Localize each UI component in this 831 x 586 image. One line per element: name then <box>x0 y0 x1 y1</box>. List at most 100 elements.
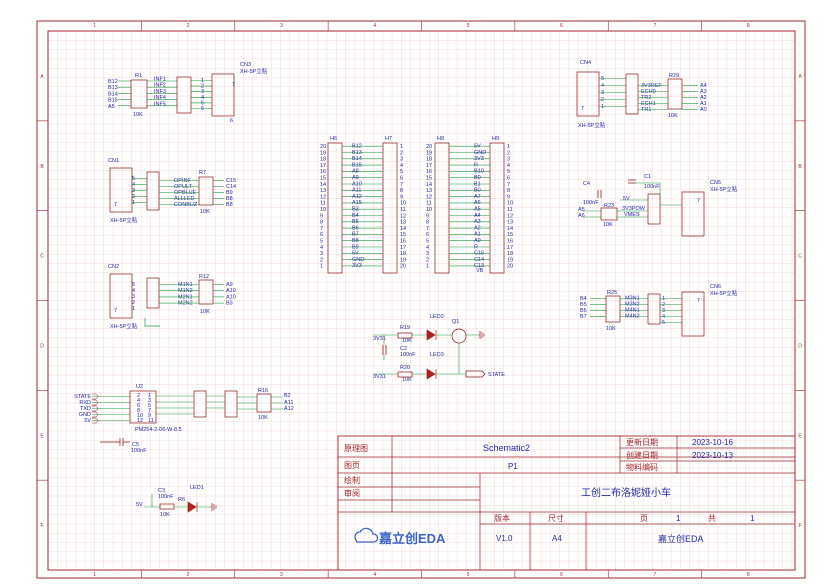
h7-header <box>382 142 398 274</box>
c1-ref: C1 <box>644 174 651 180</box>
h7-net-label: B5 <box>352 219 359 225</box>
h6-pin-number: 14 <box>320 182 326 188</box>
column-label: 4 <box>373 572 376 578</box>
cn5-sig-2: 3V3POW <box>622 206 646 212</box>
power-led-block[interactable]: 5V C3 100nF R6 10K LED1 <box>136 485 217 518</box>
cn3-pin-number: 3 <box>201 89 204 95</box>
cn5-wires <box>583 182 682 218</box>
cn4-net-label: A1 <box>700 101 707 107</box>
cn1-pin-number: 3 <box>132 188 135 194</box>
cn3-signal-label: INF3 <box>154 89 166 95</box>
cn4-pin-number: 3 <box>601 90 604 96</box>
u2-pin-number: 10 <box>137 413 143 419</box>
h8-pin-number: 7 <box>426 226 429 232</box>
h6-pin-number: 12 <box>320 194 326 200</box>
cn5-side-pin: 7 <box>697 198 700 204</box>
h9-pin-number: 17 <box>507 245 513 251</box>
h9-header <box>489 142 505 274</box>
cn2-header <box>146 277 160 309</box>
h7-pin-number: 19 <box>400 257 406 263</box>
cn3-net-label: B15 <box>108 98 118 104</box>
cn3-net-label: A5 <box>108 104 115 110</box>
u2-pin-number: 8 <box>137 408 140 414</box>
h7-net-label: B9 <box>352 244 359 250</box>
tb-create-value: 2023-10-13 <box>692 451 733 460</box>
row-label: D <box>798 343 802 349</box>
u2-ref: U2 <box>136 384 143 390</box>
r6-resistor <box>159 503 175 510</box>
cn1-signal-label: OPINF <box>174 178 191 184</box>
h7-pin-number: 20 <box>400 264 406 270</box>
cn1-ref: CN1 <box>108 158 119 164</box>
cn4-pin-number: 1 <box>601 104 604 110</box>
cn6-net-label: B7 <box>580 314 587 320</box>
tb-page-no-value: 1 <box>676 514 681 523</box>
tb-version-label: 版本 <box>494 513 510 523</box>
led-q1-block[interactable]: 3V31 R19 10K LED2 Q1 C2 100nF LED3 3V31 … <box>373 314 505 383</box>
r16-ref: R16 <box>258 388 268 394</box>
h9-net-label: A4 <box>474 213 481 219</box>
cn6-net-label: B4 <box>580 296 587 302</box>
h7-net-label: B4 <box>352 213 359 219</box>
h7-pin-number: 17 <box>400 245 406 251</box>
c1-value: 100nF <box>644 184 660 190</box>
tb-schematic-value: Schematic2 <box>483 443 530 453</box>
h6-pin-number: 15 <box>320 176 326 182</box>
h9-pin-number: 4 <box>507 163 510 169</box>
h8-pin-number: 15 <box>426 176 432 182</box>
net-3v31-top: 3V31 <box>373 336 386 342</box>
led3-ref: LED3 <box>430 352 444 358</box>
r29-value: 10K <box>668 113 678 119</box>
cn3-pin-number: 6 <box>201 106 204 112</box>
h7-pin-number: 6 <box>400 176 403 182</box>
cn3-header <box>176 76 192 114</box>
h9-pin-number: 8 <box>507 188 510 194</box>
cn1-type: XH-5P立贴 <box>110 216 138 224</box>
u2-pin-number: 1 <box>148 393 151 399</box>
cn1-side-pin: 7 <box>114 202 117 208</box>
pwr-gnd <box>211 503 217 511</box>
u2-net-a11: A11 <box>284 400 293 406</box>
tb-update-value: 2023-10-16 <box>692 438 733 447</box>
r29-ref: R29 <box>669 73 679 79</box>
cn2-signal-label: M2N1 <box>178 294 193 300</box>
r12-ref: R12 <box>199 274 209 280</box>
r20-resistor <box>397 371 413 378</box>
h9-net-label: B10 <box>474 169 484 175</box>
r19-ref: R19 <box>400 325 410 331</box>
h7-net-label: A11 <box>352 188 361 194</box>
cn1-net-label: C14 <box>226 184 236 190</box>
h9-net-label: 3V3 <box>474 156 484 162</box>
column-label: 8 <box>747 572 750 578</box>
r20-value: 10K <box>402 377 412 383</box>
cn5-block[interactable]: C4 100nF C1 100nF 5V 3V3POW VMES R23 10K… <box>578 174 738 237</box>
tb-create-label: 创建日期 <box>626 450 658 460</box>
tb-company: 嘉立创EDA <box>658 533 704 544</box>
cn4-signal-label: ECH1 <box>641 101 656 107</box>
h6-pin-number: 1 <box>320 264 323 270</box>
led2-ref: LED2 <box>430 314 444 320</box>
h9-pin-number: 20 <box>507 264 513 270</box>
cn6-signal-label: M3N2 <box>625 302 640 308</box>
cn2-pin-number: 4 <box>132 288 135 294</box>
cn6-ref: CN6 <box>710 284 721 290</box>
cn1-signal-label: ALLLED <box>174 196 195 202</box>
logo-text: 嘉立创EDA <box>378 531 446 546</box>
c3-ref: C3 <box>158 488 165 494</box>
h9-net-label: B0 <box>474 188 481 194</box>
cn2-signal-label: M2N2 <box>178 301 193 307</box>
cn6-signal-label: M4N1 <box>625 308 640 314</box>
cn4-pin-number: 2 <box>601 97 604 103</box>
h9-pin-number: 6 <box>507 176 510 182</box>
h7-net-label: A8 <box>352 169 359 175</box>
tb-drawn-label: 绘制 <box>344 475 360 485</box>
h9-net-label: A2 <box>474 225 481 231</box>
